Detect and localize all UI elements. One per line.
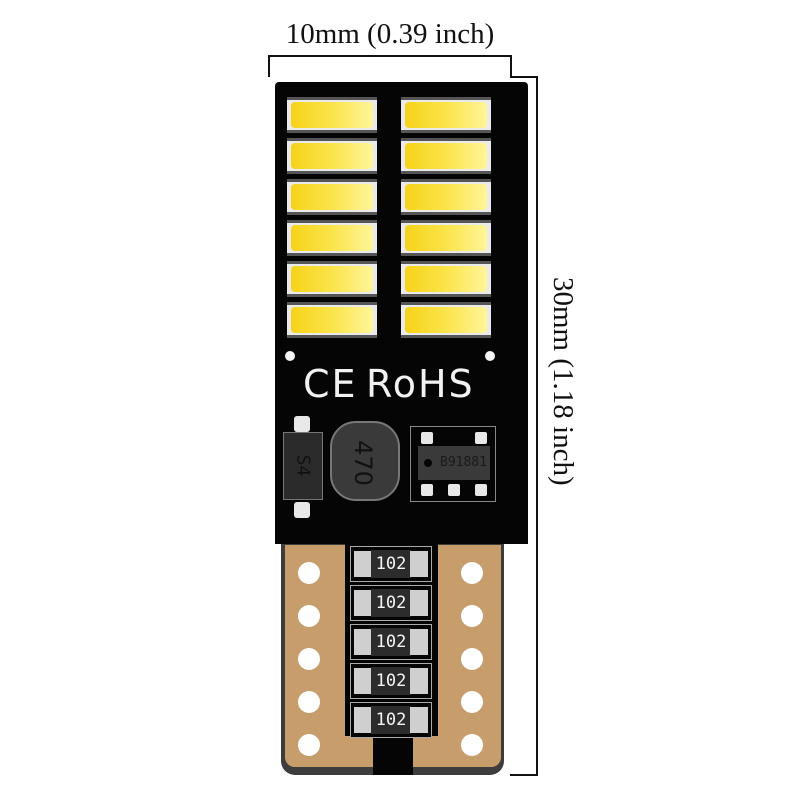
led-chip [287,97,377,133]
resistor: 102 [350,585,432,621]
led-chip [287,220,377,256]
ic-pin [421,432,433,444]
resistor-code: 102 [371,628,411,656]
width-dimension-label: 10mm (0.39 inch) [285,18,495,50]
diode-component: S4 [283,432,323,500]
resistor: 102 [350,624,432,660]
height-dimension-bottom-tick [510,774,538,776]
led-chip [401,302,491,338]
ic-outline [410,426,496,502]
ic-code: B91881 [440,455,487,470]
ic-pin [421,484,433,496]
height-dimension-top-tick [510,76,538,78]
resistor: 102 [350,663,432,699]
resistor-code: 102 [371,589,411,617]
led-chip [287,261,377,297]
resistor: 102 [350,702,432,738]
contact-hole [298,648,320,670]
ic-pin [475,484,487,496]
width-dimension-right-tick [510,55,512,77]
mount-dot-left [285,351,295,361]
contact-hole [461,562,483,584]
led-chip [401,179,491,215]
diode-pad-bottom [294,502,310,518]
height-dimension-label: 30mm (1.18 inch) [547,277,579,486]
led-chip [401,261,491,297]
mount-dot-right [485,351,495,361]
contact-hole [298,734,320,756]
copper-contact-right-foot [410,735,501,767]
led-chip [401,220,491,256]
inductor-code: 470 [348,440,377,486]
contact-hole [461,691,483,713]
resistor: 102 [350,546,432,582]
resistor-code: 102 [371,550,411,578]
ce-mark: CE [303,362,358,406]
resistor-code: 102 [371,667,411,695]
height-dimension-line [536,76,538,776]
contact-hole [298,605,320,627]
contact-hole [298,691,320,713]
contact-hole [298,562,320,584]
ic-dot [424,459,432,467]
ic-pin [448,484,460,496]
resistor-code: 102 [371,706,411,734]
ic-pin [475,432,487,444]
contact-hole [461,648,483,670]
diode-code: S4 [292,454,314,477]
rohs-mark: RoHS [366,362,475,406]
led-chip [287,302,377,338]
contact-hole [461,605,483,627]
led-chip [287,138,377,174]
ic-component: B91881 [418,446,490,480]
contact-hole [461,734,483,756]
diode-pad-top [294,416,310,432]
led-chip [401,97,491,133]
width-dimension-left-tick [268,55,270,77]
width-dimension-line [268,55,512,57]
led-chip [287,179,377,215]
inductor-component: 470 [330,421,400,501]
led-chip [401,138,491,174]
